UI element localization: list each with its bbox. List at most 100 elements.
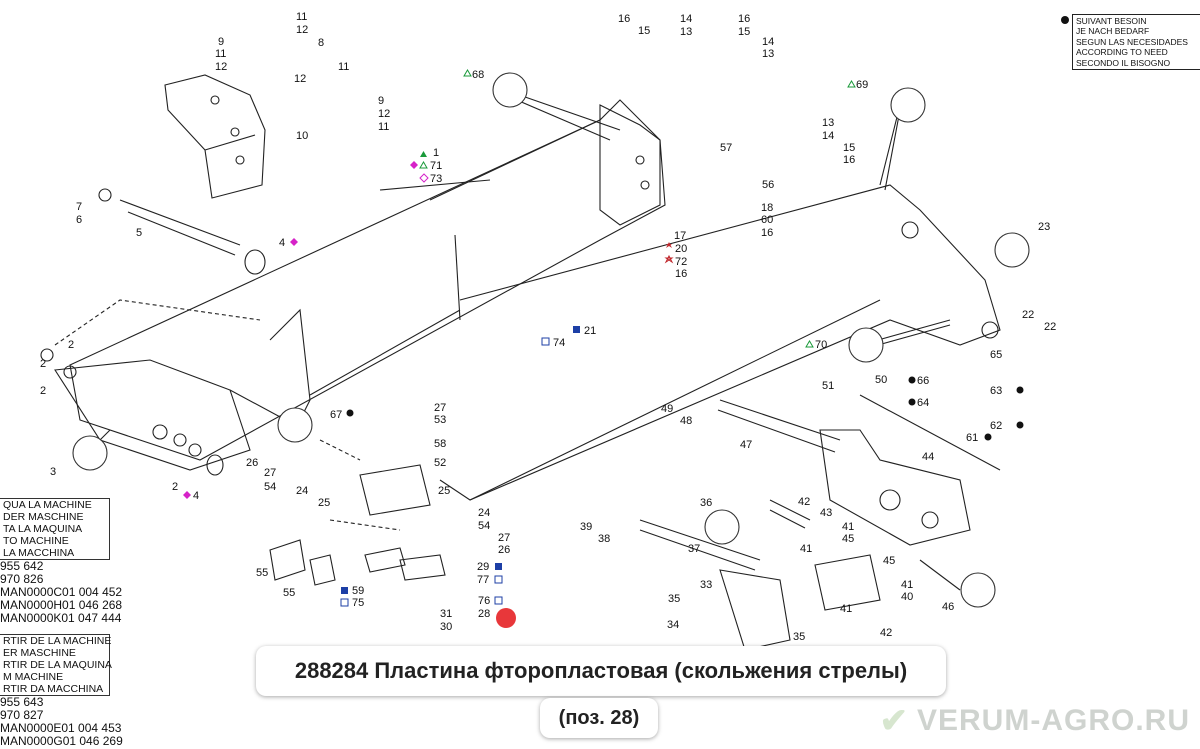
star-icon	[666, 242, 672, 248]
callout-label: 38	[598, 533, 610, 545]
callout-label: 16	[675, 268, 687, 280]
callout-label: 2	[40, 385, 46, 397]
callout-label: 76	[478, 595, 490, 607]
checkmark-icon: ✔	[879, 702, 909, 740]
triangle-icon	[420, 151, 427, 157]
symbols	[183, 69, 1024, 607]
serial-line: DER MASCHINE	[3, 511, 84, 523]
callout-label: 12	[378, 108, 390, 120]
serial-code: MAN0000K01 047 444	[0, 611, 122, 625]
callout-label: 2	[172, 481, 178, 493]
callout-label: 15	[843, 142, 855, 154]
callout-label: 11	[296, 11, 307, 23]
callout-label: 1	[433, 147, 439, 159]
callout-label: 7	[76, 201, 82, 213]
detail-circle-36	[704, 509, 740, 545]
callout-label: 16	[761, 227, 773, 239]
detail-circle-46	[960, 572, 996, 608]
callout-label: 51	[822, 380, 834, 392]
callout-label: 25	[318, 497, 330, 509]
square-icon	[573, 326, 580, 333]
legend-line: JE NACH BEDARF	[1076, 26, 1150, 37]
detail-circle-23	[994, 232, 1030, 268]
callout-label: 15	[738, 26, 750, 38]
square-icon	[494, 575, 503, 584]
boom-drawing	[40, 74, 1001, 651]
callout-label: 42	[880, 627, 892, 639]
callout-label: 28	[478, 608, 490, 620]
callout-label: 12	[294, 73, 306, 85]
dot-icon	[1016, 386, 1024, 394]
serial-code: 955 642	[0, 559, 44, 573]
callout-label: 12	[215, 61, 227, 73]
callout-label: 15	[638, 25, 650, 37]
serial-block-bottom: RTIR DE LA MACHINE ER MASCHINE RTIR DE L…	[0, 634, 123, 748]
callout-label: 47	[740, 439, 752, 451]
callout-label: 26	[246, 457, 258, 469]
callout-labels: 11 12 8 9 11 12 12 11 9 12 11 10 7 6 5 4…	[40, 11, 1056, 643]
callout-label: 9	[378, 95, 384, 107]
callout-label: 24	[296, 485, 308, 497]
diamond-icon	[410, 161, 418, 169]
serial-line: QUA LA MACHINE	[3, 499, 92, 511]
callout-label: 54	[478, 520, 490, 532]
diamond-icon	[419, 173, 429, 183]
callout-label: 73	[430, 173, 442, 185]
legend-box: SUIVANT BESOIN JE NACH BEDARF SEGUN LAS …	[1061, 14, 1200, 71]
callout-label: 34	[667, 619, 679, 631]
callout-label: 37	[688, 543, 700, 555]
serial-line: RTIR DE LA MAQUINA	[3, 659, 112, 671]
square-icon	[495, 563, 502, 570]
callout-label: 71	[430, 160, 442, 172]
callout-label: 25	[438, 485, 450, 497]
callout-label: 68	[472, 69, 484, 81]
callout-label: 2	[40, 358, 46, 370]
triangle-icon	[419, 161, 428, 169]
serial-line: TO MACHINE	[3, 535, 69, 547]
serial-line: M MACHINE	[3, 671, 64, 683]
callout-label: 8	[318, 37, 324, 49]
callout-label: 24	[478, 507, 490, 519]
callout-label: 41	[800, 543, 812, 555]
callout-label: 65	[990, 349, 1002, 361]
watermark-text: VERUM-AGRO.RU	[917, 704, 1190, 737]
callout-label: 59	[352, 585, 364, 597]
detail-circle-68	[492, 72, 528, 108]
watermark: ✔ VERUM-AGRO.RU	[880, 701, 1191, 741]
triangle-icon	[463, 69, 472, 77]
triangle-icon	[805, 340, 814, 348]
callout-label: 31	[440, 608, 452, 620]
callout-label: 67	[330, 409, 342, 421]
legend-line: SEGUN LAS NECESIDADES	[1076, 36, 1188, 47]
callout-label: 60	[761, 214, 773, 226]
callout-label: 61	[966, 432, 978, 444]
callout-label: 40	[901, 591, 913, 603]
square-icon	[541, 337, 550, 346]
callout-label: 3	[50, 466, 56, 478]
callout-label: 27	[434, 402, 446, 414]
detail-circle-3	[72, 435, 108, 471]
callout-label: 5	[136, 227, 142, 239]
callout-label: 27	[264, 467, 276, 479]
callout-label: 16	[738, 13, 750, 25]
callout-label: 42	[798, 496, 810, 508]
legend-line: ACCORDING TO NEED	[1076, 47, 1168, 58]
callout-label: 29	[477, 561, 489, 573]
dot-icon	[346, 409, 354, 417]
caption-position: (поз. 28)	[540, 698, 658, 738]
callout-label: 64	[917, 397, 929, 409]
callout-label: 41	[842, 521, 854, 533]
diamond-icon	[183, 491, 191, 499]
callout-label: 45	[842, 533, 854, 545]
callout-label: 23	[1038, 221, 1050, 233]
callout-label: 14	[680, 13, 692, 25]
callout-label: 75	[352, 597, 364, 609]
callout-label: 41	[901, 579, 913, 591]
callout-label: 33	[700, 579, 712, 591]
callout-label: 48	[680, 415, 692, 427]
callout-label: 55	[283, 587, 295, 599]
callout-label: 13	[680, 26, 692, 38]
callout-label: 54	[264, 481, 276, 493]
detail-circle-70	[848, 327, 884, 363]
callout-label: 11	[378, 121, 389, 133]
